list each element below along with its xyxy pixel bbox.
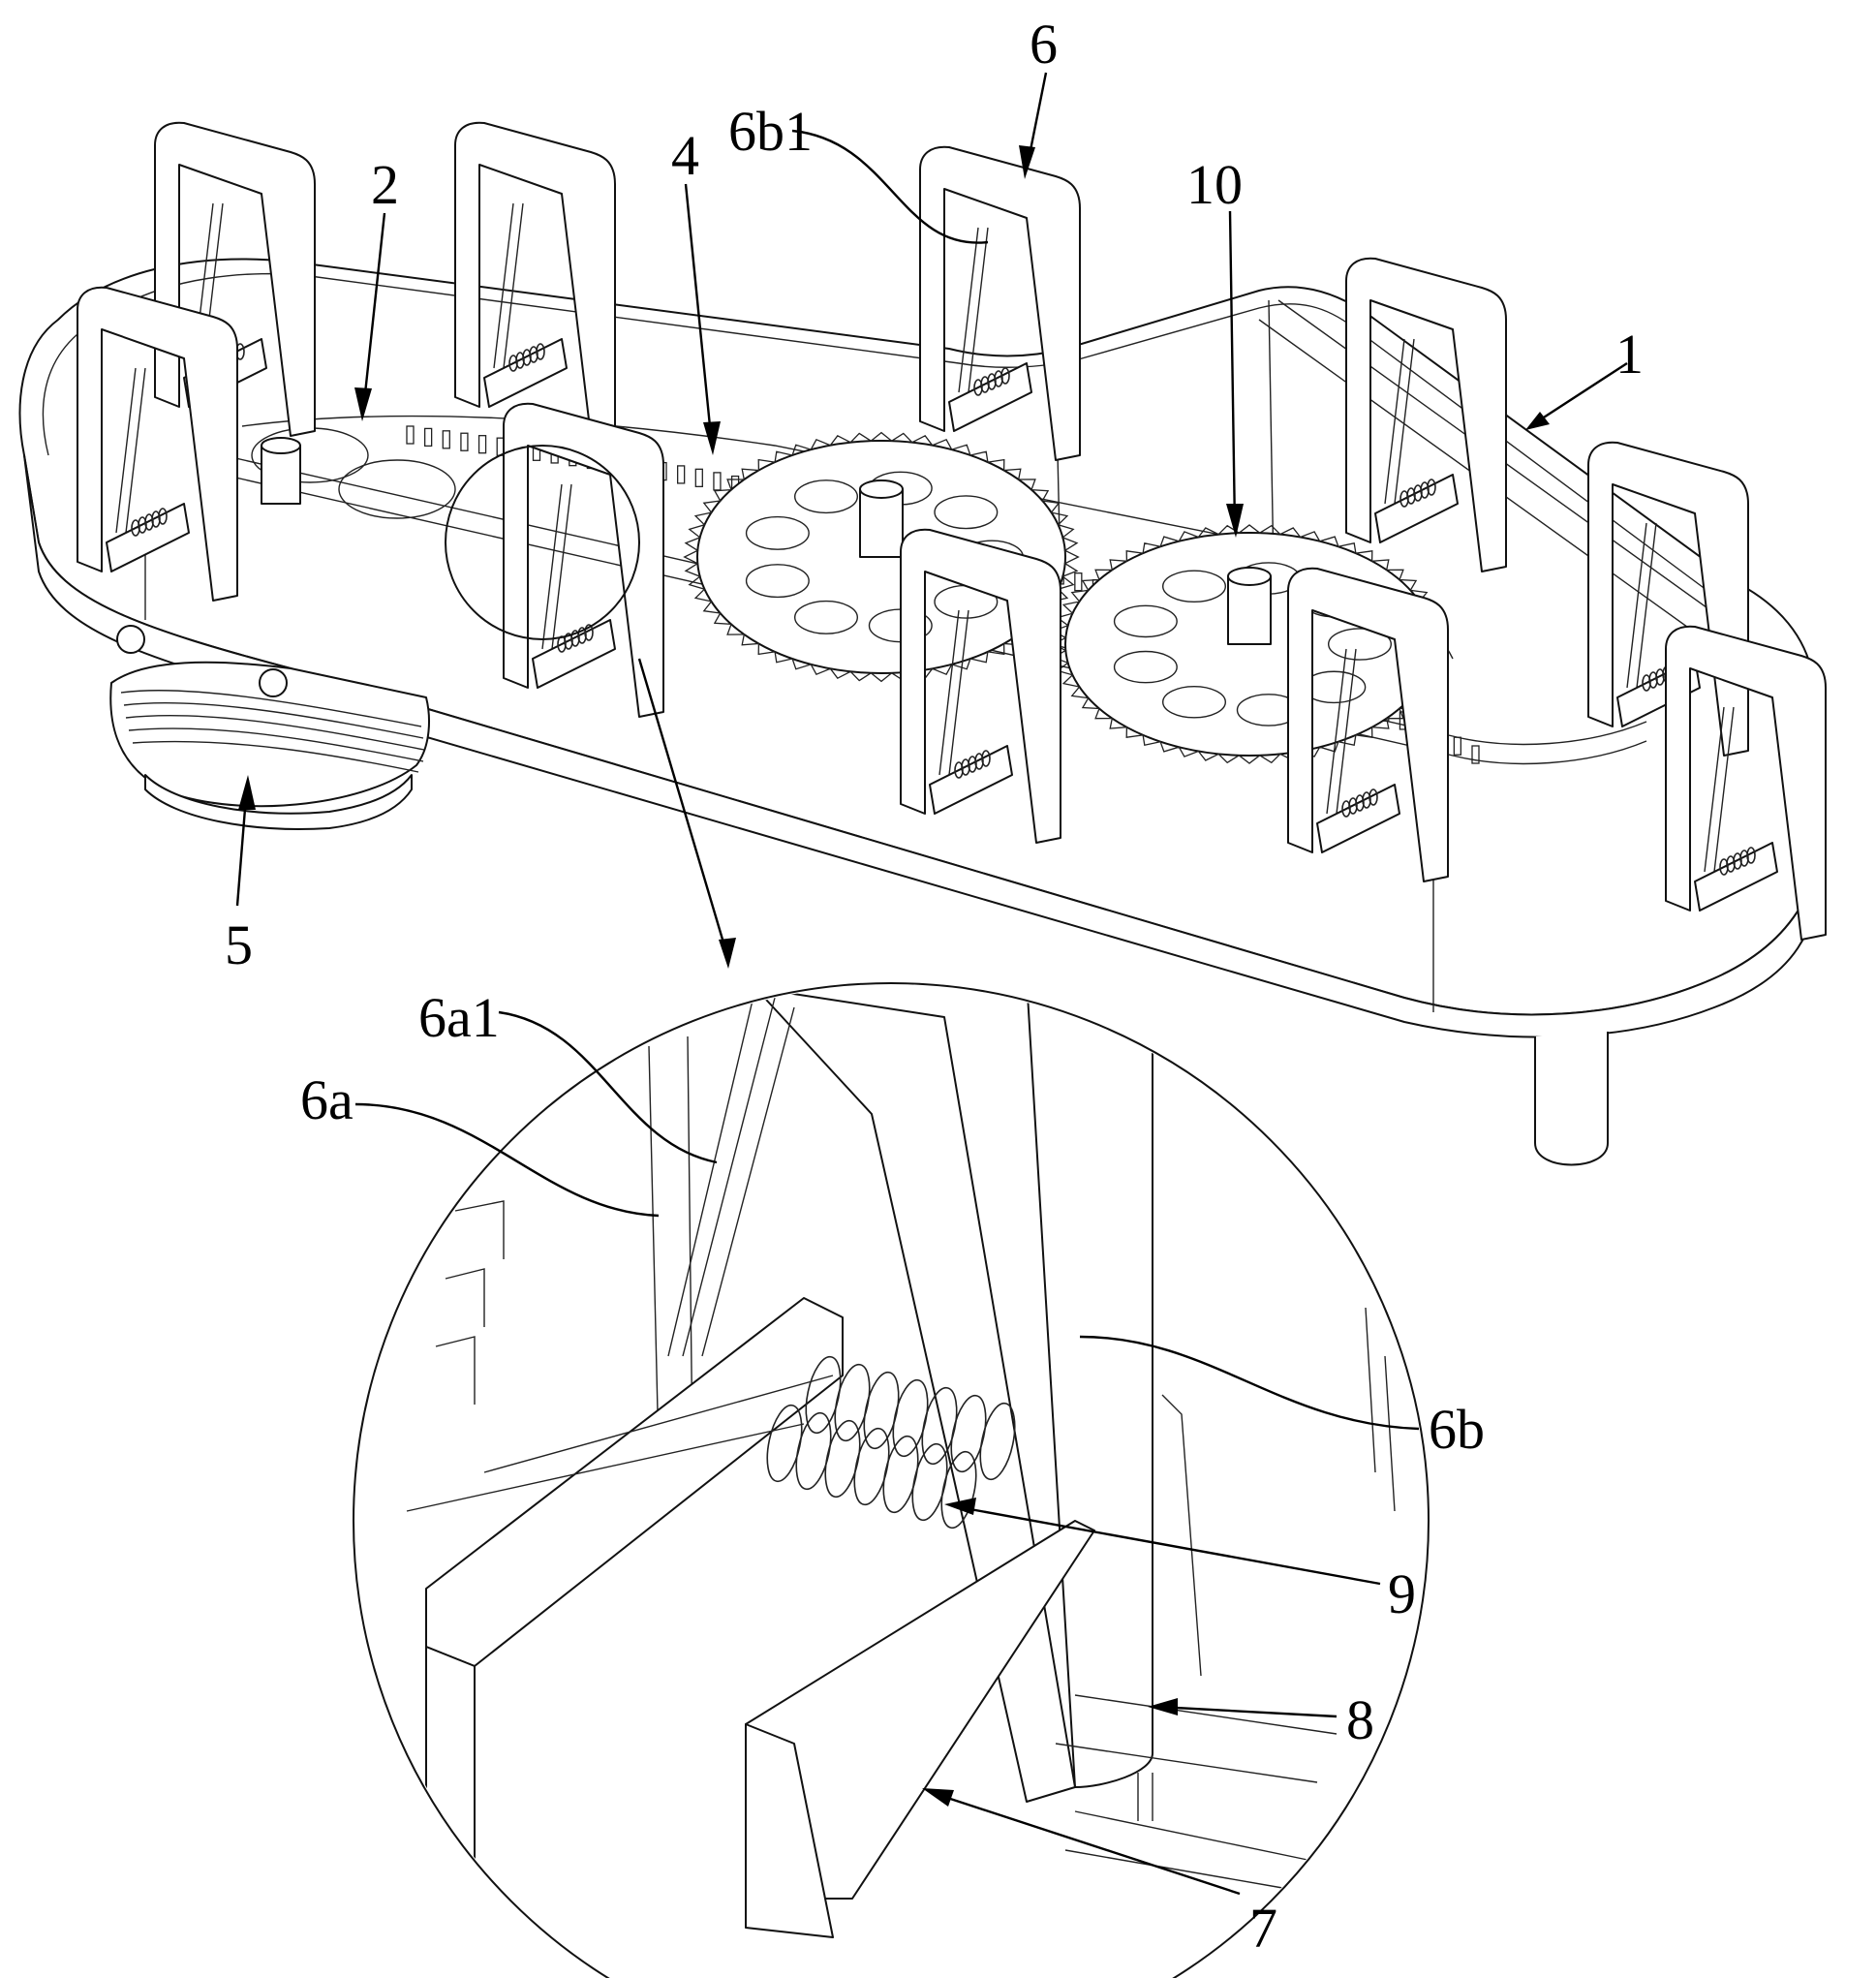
spring-coil bbox=[824, 1419, 861, 1499]
clamp-spring-coil bbox=[584, 624, 594, 641]
gear-spoke-hole bbox=[1161, 685, 1226, 719]
callouts: 1 2 4 5 6 6b1 10 6a1 6a 6b 9 bbox=[225, 13, 1644, 1960]
spring-coil bbox=[911, 1442, 948, 1522]
rack-tooth bbox=[1453, 736, 1462, 756]
clamp-column bbox=[454, 121, 616, 437]
spring-coil bbox=[979, 1402, 1016, 1481]
rack-tooth bbox=[677, 465, 686, 484]
clamp-spring-coil bbox=[981, 750, 991, 767]
clamp-column bbox=[503, 402, 664, 718]
gear-shaft-top bbox=[859, 479, 904, 499]
spring-coil bbox=[795, 1411, 832, 1491]
motor bbox=[109, 625, 430, 830]
label-7: 7 bbox=[1249, 1897, 1277, 1960]
rack-tooth bbox=[1074, 572, 1083, 592]
clamp-slot bbox=[958, 227, 989, 393]
gear-spoke-hole bbox=[745, 564, 810, 599]
clamp-slot bbox=[1384, 338, 1415, 505]
rack-tooth bbox=[694, 468, 703, 487]
rack-tooth bbox=[477, 435, 487, 454]
spring-coil bbox=[950, 1394, 987, 1473]
gear-shaft-top bbox=[1227, 567, 1272, 586]
clamp-spring-coil bbox=[158, 508, 168, 525]
clamp-slot bbox=[1704, 706, 1735, 873]
label-6b1: 6b1 bbox=[728, 100, 813, 163]
label-6a1: 6a1 bbox=[418, 986, 500, 1049]
label-8: 8 bbox=[1346, 1688, 1374, 1751]
label-10: 10 bbox=[1186, 153, 1243, 216]
detail-magnified-view bbox=[353, 982, 1430, 1978]
clamp-column bbox=[900, 528, 1061, 844]
clamp-column bbox=[1665, 625, 1827, 941]
clamp-slot bbox=[1326, 648, 1357, 815]
detail-source-circle bbox=[445, 445, 736, 969]
spring-coil bbox=[863, 1371, 900, 1450]
clamp-slot bbox=[1626, 522, 1657, 689]
gear-spoke-hole bbox=[1327, 628, 1392, 661]
label-5: 5 bbox=[225, 913, 253, 976]
clamp-column bbox=[77, 286, 238, 602]
spring-coil bbox=[882, 1435, 919, 1514]
clamp-slot bbox=[541, 483, 572, 650]
clamp-slot bbox=[938, 609, 969, 776]
gear-spoke-hole bbox=[934, 495, 999, 530]
bottom-pin bbox=[1534, 1032, 1609, 1166]
spring-coil bbox=[805, 1355, 842, 1435]
clamp-column bbox=[919, 145, 1081, 461]
clamp-spring-coil bbox=[536, 343, 545, 360]
gear-spoke-hole bbox=[794, 479, 859, 514]
clamp-column bbox=[1345, 257, 1507, 572]
spring bbox=[766, 1355, 1016, 1530]
gear-teeth bbox=[683, 431, 1080, 683]
clamp-frame bbox=[454, 121, 616, 437]
clamp-column bbox=[1287, 567, 1449, 882]
spring-coil bbox=[853, 1427, 890, 1506]
main-assembly bbox=[18, 121, 1827, 1166]
clamp-slot bbox=[115, 367, 146, 534]
gear-shaft bbox=[1227, 575, 1272, 645]
spring-coil bbox=[834, 1363, 871, 1442]
label-6b: 6b bbox=[1429, 1398, 1485, 1461]
label-4: 4 bbox=[671, 124, 699, 187]
clamp-spring-coil bbox=[1427, 479, 1436, 496]
spring-coil bbox=[766, 1404, 803, 1483]
clamp-frame bbox=[1287, 567, 1449, 882]
spring-coil bbox=[921, 1386, 958, 1466]
clamp-slot bbox=[493, 202, 524, 369]
gear-spoke-hole bbox=[1113, 650, 1178, 684]
rack-tooth bbox=[406, 425, 415, 445]
rack-tooth bbox=[460, 432, 469, 451]
label-9: 9 bbox=[1388, 1562, 1416, 1625]
label-1: 1 bbox=[1615, 323, 1644, 386]
spring-coil bbox=[940, 1450, 977, 1530]
clamp-spring-coil bbox=[1000, 367, 1010, 385]
clamp-frame bbox=[900, 528, 1061, 844]
gear-left bbox=[683, 431, 1080, 683]
clamp-spring-coil bbox=[1369, 788, 1378, 806]
clamp-frames bbox=[77, 121, 1827, 941]
rack-tooth bbox=[1471, 745, 1480, 764]
gear-spoke-hole bbox=[745, 515, 810, 550]
clamp-frame bbox=[77, 286, 238, 602]
label-6: 6 bbox=[1030, 13, 1058, 76]
gear-spoke-hole bbox=[1113, 604, 1178, 638]
rack-tooth bbox=[423, 427, 433, 448]
spring-coil bbox=[892, 1378, 929, 1458]
gear-spoke-hole bbox=[794, 600, 859, 634]
clamp-frame bbox=[1345, 257, 1507, 572]
clamp-frame bbox=[1665, 625, 1827, 941]
label-2: 2 bbox=[371, 153, 399, 216]
gear-shaft bbox=[859, 488, 904, 558]
clamp-frame bbox=[503, 402, 664, 718]
clamp-spring-coil bbox=[1746, 847, 1756, 864]
clamp-frame bbox=[919, 145, 1081, 461]
rack-tooth bbox=[442, 430, 450, 449]
gear-spoke-hole bbox=[1161, 570, 1226, 603]
label-6a: 6a bbox=[300, 1068, 354, 1131]
clamp-column bbox=[154, 121, 316, 437]
